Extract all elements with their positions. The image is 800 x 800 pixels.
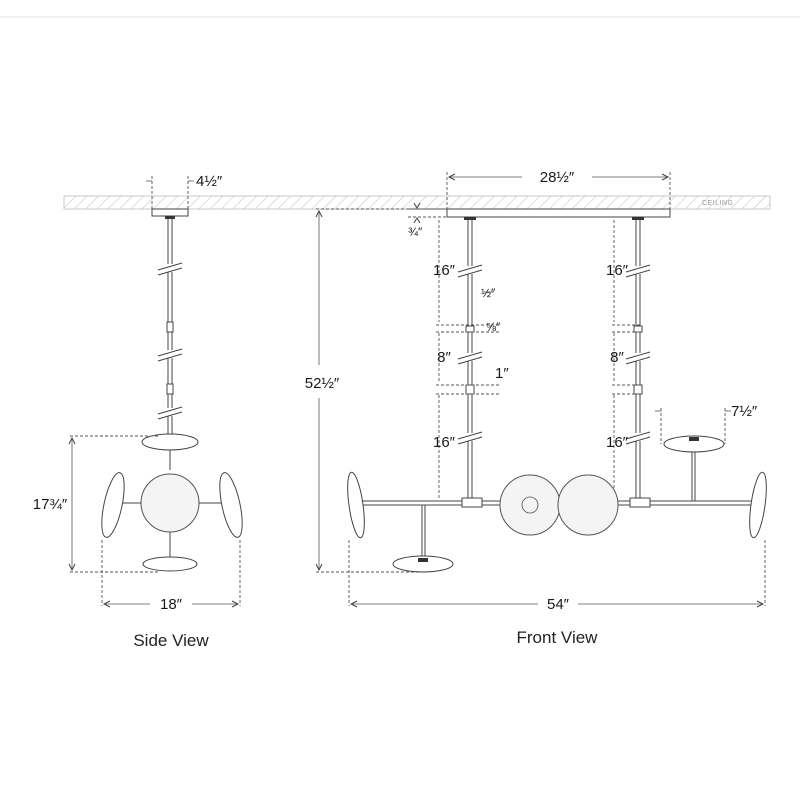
- front-shade-diameter: 7½″: [731, 403, 758, 420]
- front-left-stem-dims: 16″ ½″ ⅝″ 8″ 1″ 16″: [433, 220, 509, 498]
- front-down-shade: [392, 555, 454, 573]
- front-left-coupler-b: 1″: [495, 365, 509, 382]
- ceiling-label: CEILING: [702, 200, 734, 207]
- side-view: 4½″ 17¾″: [33, 173, 243, 650]
- front-globe-left: [499, 474, 561, 536]
- side-canopy: [151, 208, 189, 217]
- front-left-end-shade: [347, 471, 365, 539]
- front-canopy-width: 28½″: [540, 169, 575, 186]
- front-left-segment-bottom: 16″: [433, 434, 456, 451]
- front-stem-left: [457, 220, 483, 498]
- front-overall-width: 54″: [547, 596, 570, 613]
- front-overall-height: 52½″: [305, 375, 340, 392]
- front-up-shade: [663, 435, 725, 453]
- front-left-segment-mid: 8″: [437, 349, 451, 366]
- front-view: 28½″ ¾″ 52½″: [305, 169, 767, 647]
- front-right-segment-top: 16″: [606, 262, 629, 279]
- side-left-shade: [101, 472, 125, 538]
- side-view-caption: Side View: [133, 631, 209, 650]
- front-left-coupler-a: ⅝″: [486, 320, 501, 334]
- side-fixture-width: 18″: [160, 596, 183, 613]
- side-canopy-width: 4½″: [196, 173, 223, 190]
- front-canopy: [446, 208, 671, 218]
- front-right-segment-mid: 8″: [610, 349, 624, 366]
- front-view-caption: Front View: [517, 628, 599, 647]
- front-globe-right: [557, 474, 619, 536]
- front-left-gap-top: ½″: [481, 286, 496, 300]
- front-right-stem-dims: 16″ 8″ 16″: [606, 220, 642, 498]
- side-fixture-height: 17¾″: [33, 496, 68, 513]
- front-right-end-shade: [749, 471, 767, 539]
- side-right-shade: [219, 472, 243, 538]
- side-bottom-shade: [142, 556, 198, 572]
- side-globe: [140, 473, 200, 533]
- side-stem-break: [157, 262, 183, 420]
- front-left-segment-top: 16″: [433, 262, 456, 279]
- front-right-segment-bottom: 16″: [606, 434, 629, 451]
- front-stem-right: [625, 220, 651, 498]
- front-canopy-height: ¾″: [408, 225, 423, 239]
